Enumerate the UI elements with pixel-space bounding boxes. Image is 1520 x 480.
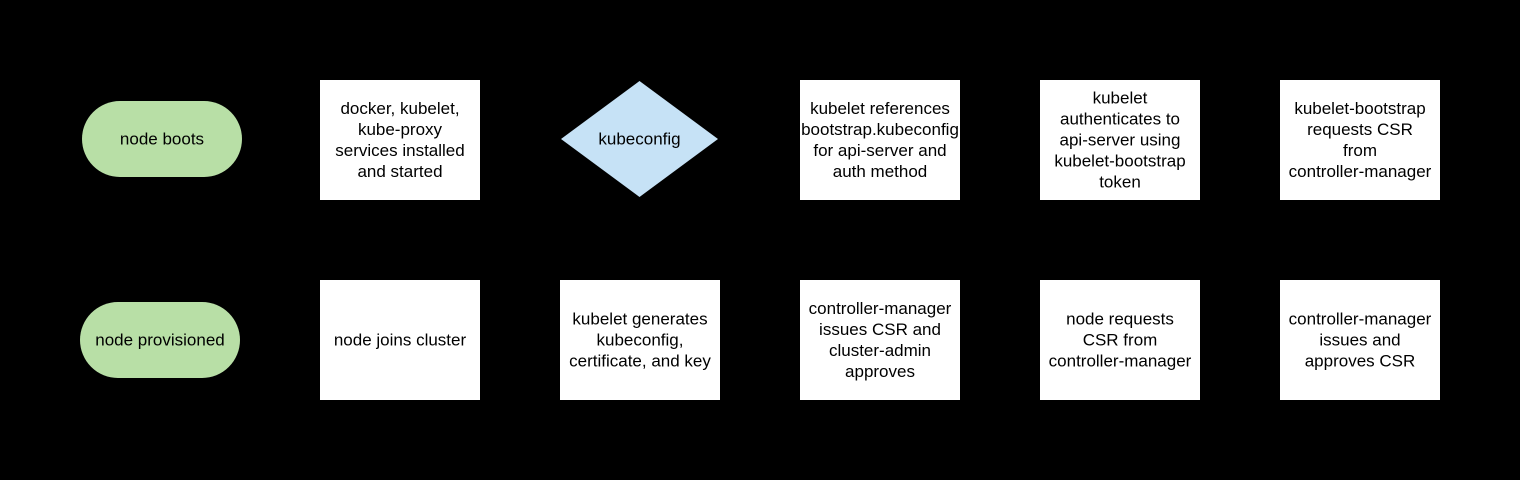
decision-kubeconfig-label: kubeconfig [598,129,681,149]
process-node-requests-csr: node requests CSR from controller-manage… [1040,280,1200,400]
process-controller-manager-issues-approves-csr-label: controller-manager issues and approves C… [1288,309,1432,371]
process-services-installed: docker, kubelet, kube-proxy services ins… [320,80,480,200]
terminal-node-boots-label: node boots [119,129,205,149]
process-kubelet-generates: kubelet generates kubeconfig, certificat… [560,280,720,400]
process-kubelet-authenticates-label: kubelet authenticates to api-server usin… [1054,88,1186,192]
process-kubelet-bootstrap-requests-csr-label: kubelet-bootstrap requests CSR from cont… [1288,99,1432,181]
process-kubelet-references-bootstrap-kubeconfig-label: kubelet references bootstrap.kubeconfig … [801,99,959,181]
terminal-node-boots: node boots [82,101,242,177]
process-services-installed-label: docker, kubelet, kube-proxy services ins… [335,99,465,181]
process-kubelet-authenticates: kubelet authenticates to api-server usin… [1040,80,1200,200]
process-controller-manager-issues-approves-csr: controller-manager issues and approves C… [1280,280,1440,400]
process-node-joins-cluster: node joins cluster [320,280,480,400]
process-kubelet-bootstrap-requests-csr: kubelet-bootstrap requests CSR from cont… [1280,80,1440,200]
process-controller-manager-issues-csr-label: controller-manager issues CSR and cluste… [808,299,952,381]
terminal-node-provisioned: node provisioned [80,302,240,378]
process-node-requests-csr-label: node requests CSR from controller-manage… [1048,309,1192,371]
decision-kubeconfig: kubeconfig [561,81,718,197]
terminal-node-provisioned-label: node provisioned [95,330,225,350]
process-kubelet-references-bootstrap-kubeconfig: kubelet references bootstrap.kubeconfig … [800,80,960,200]
process-controller-manager-issues-csr: controller-manager issues CSR and cluste… [800,280,960,400]
process-kubelet-generates-label: kubelet generates kubeconfig, certificat… [569,309,711,371]
process-node-joins-cluster-label: node joins cluster [333,330,467,350]
